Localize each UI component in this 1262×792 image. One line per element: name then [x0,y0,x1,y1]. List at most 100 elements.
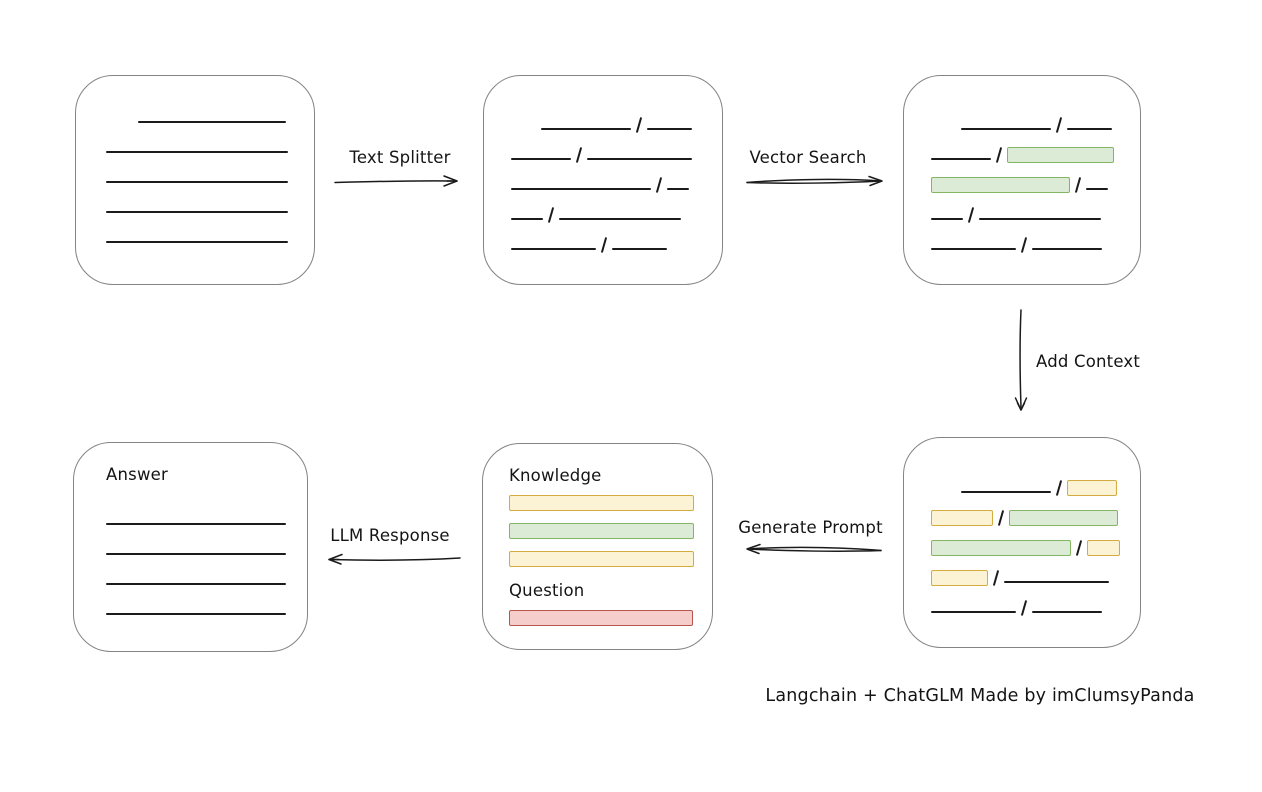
text-line [1032,611,1102,613]
slash-separator [1020,600,1028,616]
slash-separator [575,147,583,163]
text-line [612,248,667,250]
slash-separator [655,177,663,193]
arrow-right-icon [334,175,458,187]
text-line-row [931,225,1140,255]
text-line-row [961,468,1140,498]
text-line-row [511,225,722,255]
box-context-chunks [903,437,1141,648]
text-line [106,553,286,555]
green-highlight-bar [509,523,694,539]
arrow-left-icon [328,553,461,565]
text-line [979,218,1101,220]
vector-search-label: Vector Search [749,148,867,167]
text-line [511,158,571,160]
box-split-chunks [483,75,723,285]
text-line [511,248,596,250]
text-line-row [106,500,307,530]
slash-separator [1055,480,1063,496]
text-line [106,583,286,585]
arrow-left-icon [746,543,882,555]
slash-separator [1055,117,1063,133]
slash-separator [547,207,555,223]
text-line-row [106,590,307,620]
llm-response-label: LLM Response [330,526,450,545]
text-line-row [106,560,307,590]
yellow-highlight-bar [509,495,694,511]
slash-separator [995,147,1003,163]
text-line [106,181,288,183]
text-line [1032,248,1102,250]
yellow-highlight-bar [1067,480,1117,496]
text-line [106,241,288,243]
text-line [961,128,1051,130]
yellow-highlight-bar [931,570,988,586]
text-line-row [511,135,722,165]
yellow-highlight-bar [509,551,694,567]
text-line-row [931,195,1140,225]
green-highlight-bar [1009,510,1118,526]
answer-lines [106,500,307,620]
text-line [647,128,692,130]
text-line [559,218,681,220]
text-line [511,188,651,190]
slash-separator [600,237,608,253]
text-line-row [511,195,722,225]
text-line-row [138,98,314,128]
text-line-row [106,158,314,188]
box-prompt: Knowledge Question [482,443,713,650]
question-label: Question [509,581,585,600]
green-highlight-bar [1007,147,1114,163]
arrow-down-icon [1014,309,1028,411]
text-line [961,491,1051,493]
text-line [106,151,288,153]
matched-chunk-lines [904,76,1140,255]
text-line [931,218,963,220]
yellow-highlight-bar [1087,540,1120,556]
slash-separator [992,570,1000,586]
answer-label: Answer [106,465,168,484]
text-line [931,158,991,160]
green-highlight-bar [931,177,1070,193]
red-highlight-bar [509,610,693,626]
box-vector-matches [903,75,1141,285]
text-line-row [931,528,1140,558]
slash-separator [1074,177,1082,193]
text-line-row [931,135,1140,165]
text-line-row [106,218,314,248]
knowledge-label: Knowledge [509,466,602,485]
text-line-row [511,165,722,195]
context-chunk-lines [904,438,1140,618]
text-line [587,158,692,160]
credit-text: Langchain + ChatGLM Made by imClumsyPand… [765,686,1195,706]
text-line [106,613,286,615]
text-line [1067,128,1112,130]
box-answer: Answer [73,442,308,652]
slash-separator [967,207,975,223]
text-line-row [931,165,1140,195]
text-line [931,611,1016,613]
text-line-row [106,530,307,560]
text-line [1004,581,1109,583]
green-highlight-bar [931,540,1071,556]
slash-separator [635,117,643,133]
text-line [931,248,1016,250]
slash-separator [997,510,1005,526]
text-line [106,211,288,213]
add-context-label: Add Context [1036,352,1141,371]
generate-prompt-label: Generate Prompt [738,518,883,537]
text-line-row [106,188,314,218]
text-line-row [961,105,1140,135]
text-line [511,218,543,220]
text-line-row [931,588,1140,618]
arrow-right-icon [746,175,883,187]
slash-separator [1020,237,1028,253]
yellow-highlight-bar [931,510,993,526]
text-line-row [541,105,722,135]
text-line [541,128,631,130]
text-line-row [106,128,314,158]
text-line [1086,188,1108,190]
text-splitter-label: Text Splitter [349,148,451,167]
text-line [106,523,286,525]
